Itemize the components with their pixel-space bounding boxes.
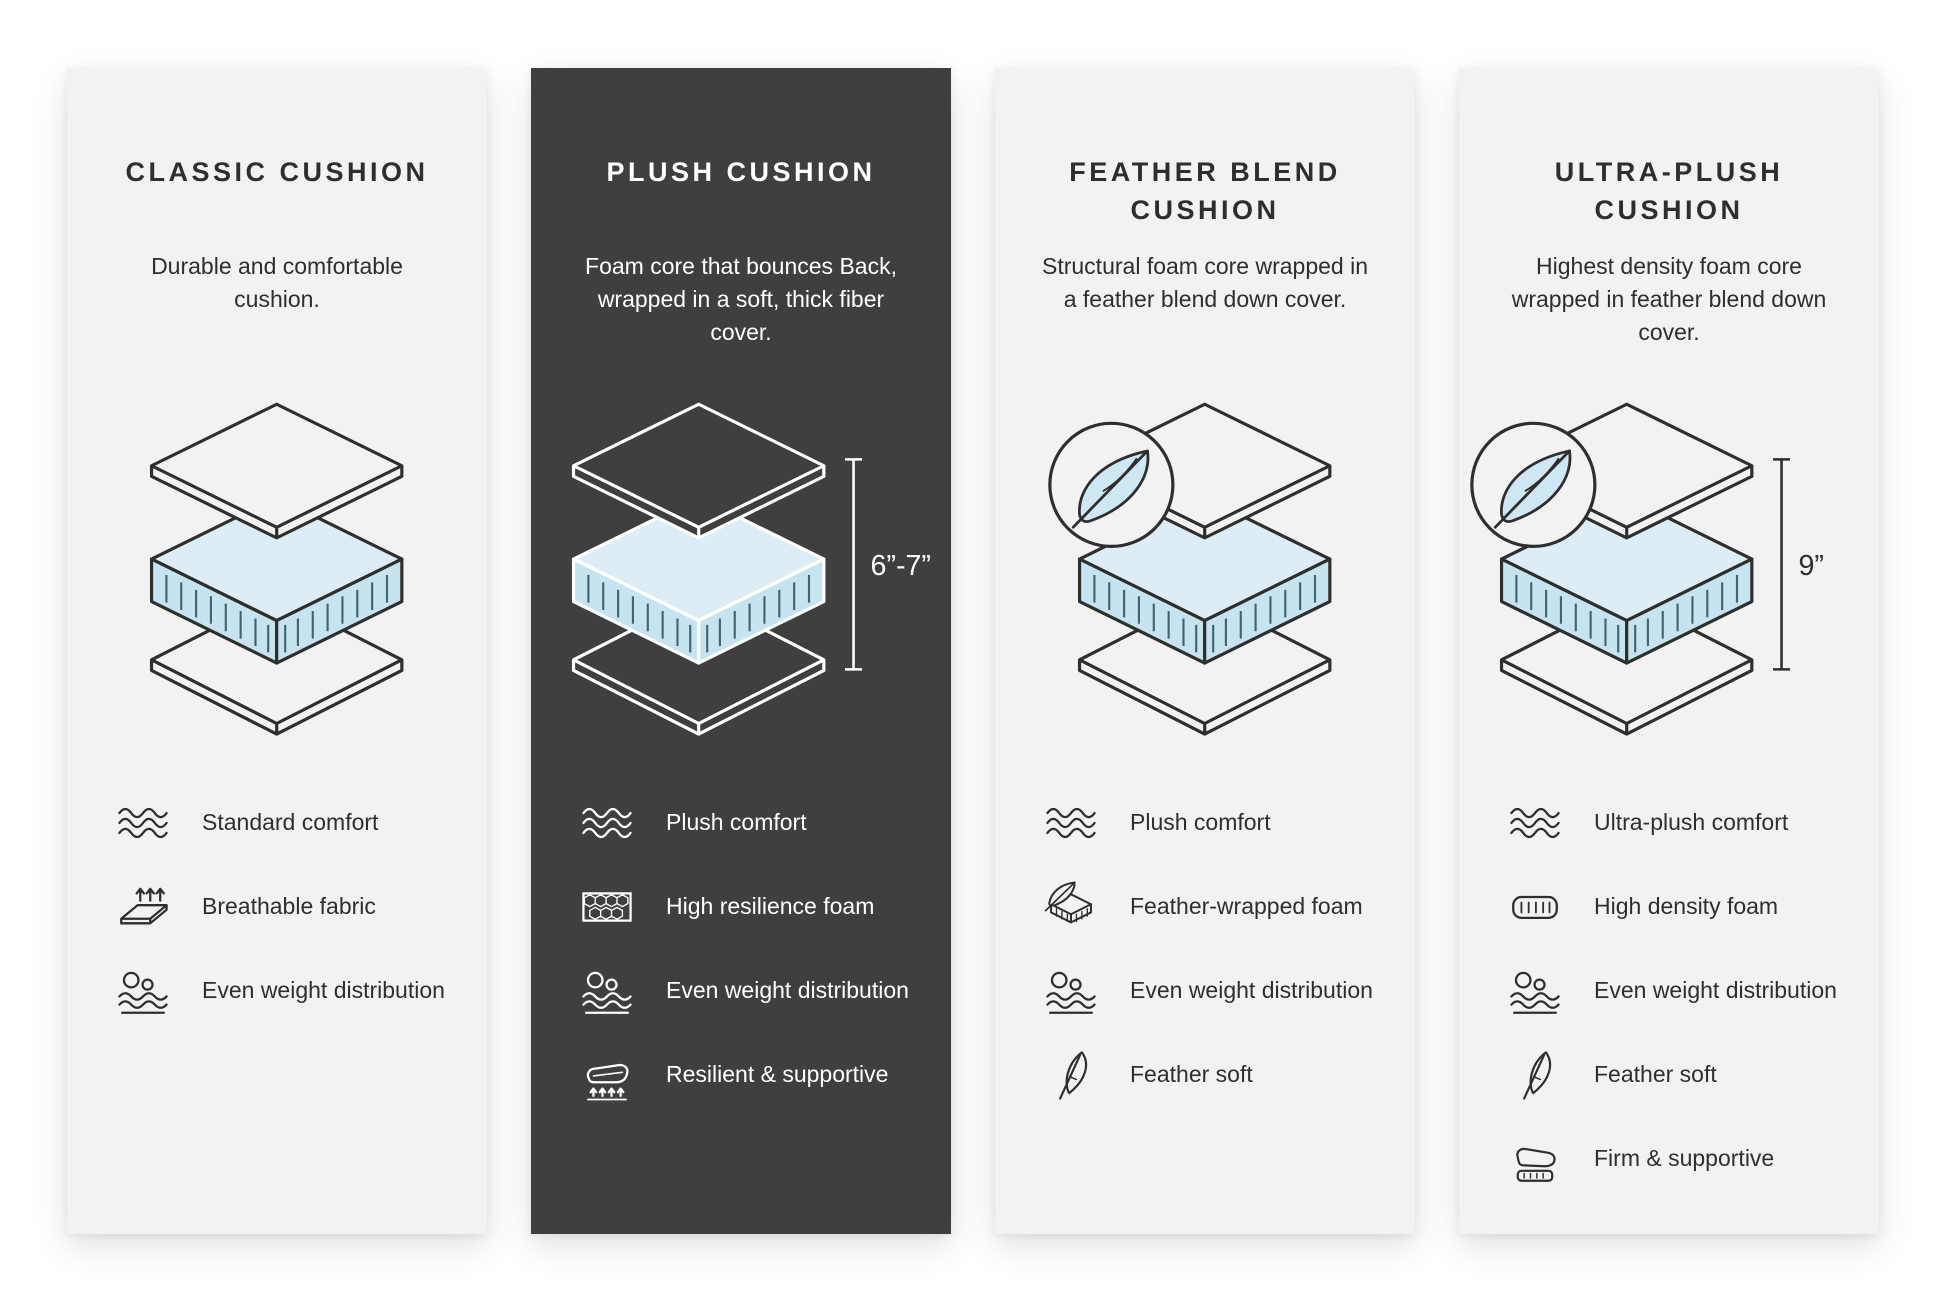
feature-row: Feather-wrapped foam [1038, 878, 1378, 936]
feature-row: Standard comfort [110, 794, 450, 852]
feature-list: Ultra-plush comfort High density foam Ev… [1496, 794, 1842, 1188]
feature-row: Even weight distribution [1502, 962, 1842, 1020]
feature-label: High density foam [1594, 893, 1779, 920]
card-plush-cushion: PLUSH CUSHION Foam core that bounces Bac… [531, 68, 951, 1234]
weight-distribution-icon [574, 962, 640, 1020]
card-ultra-plush-cushion: ULTRA-PLUSH CUSHION Highest density foam… [1459, 68, 1879, 1234]
feature-label: Feather soft [1594, 1061, 1717, 1088]
feature-row: High resilience foam [574, 878, 914, 936]
card-feather-blend-cushion: FEATHER BLEND CUSHION Structural foam co… [995, 68, 1415, 1234]
feature-label: Even weight distribution [202, 977, 445, 1004]
measurement-label: 6”-7” [870, 550, 930, 582]
card-classic-cushion: CLASSIC CUSHION Durable and comfortable … [67, 68, 487, 1234]
feature-row: Feather soft [1502, 1046, 1842, 1104]
feature-list: Plush comfort High resilience foam Even … [568, 794, 914, 1104]
feature-row: Even weight distribution [1038, 962, 1378, 1020]
card-description: Structural foam core wrapped in a feathe… [1042, 253, 1368, 313]
weight-distribution-icon [110, 962, 176, 1020]
firm-supportive-icon [1502, 1130, 1568, 1188]
cushion-layers-diagram [1035, 376, 1375, 774]
card-description: Durable and comfortable cushion. [151, 253, 403, 313]
wave-comfort-icon [1038, 794, 1104, 852]
feature-label: Feather soft [1130, 1061, 1253, 1088]
feather-wrapped-foam-icon [1038, 878, 1104, 936]
feature-row: Plush comfort [574, 794, 914, 852]
feature-label: Plush comfort [666, 809, 807, 836]
feature-row: Resilient & supportive [574, 1046, 914, 1104]
weight-distribution-icon [1038, 962, 1104, 1020]
cushion-layers-diagram [107, 376, 447, 774]
weight-distribution-icon [1502, 962, 1568, 1020]
feature-row: Breathable fabric [110, 878, 450, 936]
feature-row: Plush comfort [1038, 794, 1378, 852]
feature-list: Standard comfort Breathable fabric Even … [104, 794, 450, 1020]
feature-row: Even weight distribution [110, 962, 450, 1020]
wave-comfort-icon [574, 794, 640, 852]
card-title: CLASSIC CUSHION [125, 157, 429, 187]
feature-label: Plush comfort [1130, 809, 1271, 836]
wave-comfort-icon [1502, 794, 1568, 852]
feature-row: High density foam [1502, 878, 1842, 936]
feather-badge [1048, 421, 1175, 548]
wave-comfort-icon [110, 794, 176, 852]
cushion-layers-diagram: 6”-7” [571, 376, 931, 774]
feather-badge [1470, 421, 1597, 548]
measurement-indicator: 9” [1772, 458, 1824, 671]
feature-row: Feather soft [1038, 1046, 1378, 1104]
feature-list: Plush comfort Feather-wrapped foam Even … [1032, 794, 1378, 1104]
feature-label: Even weight distribution [1594, 977, 1837, 1004]
feature-row: Firm & supportive [1502, 1130, 1842, 1188]
feature-label: Standard comfort [202, 809, 379, 836]
feature-row: Even weight distribution [574, 962, 914, 1020]
measurement-indicator: 6”-7” [844, 458, 931, 671]
card-title: PLUSH CUSHION [606, 157, 876, 187]
feature-label: Even weight distribution [1130, 977, 1373, 1004]
high-density-foam-icon [1502, 878, 1568, 936]
feature-label: Ultra-plush comfort [1594, 809, 1789, 836]
feature-row: Ultra-plush comfort [1502, 794, 1842, 852]
card-description: Highest density foam core wrapped in fea… [1511, 253, 1827, 346]
feature-label: Breathable fabric [202, 893, 376, 920]
breathable-fabric-icon [110, 878, 176, 936]
honeycomb-foam-icon [574, 878, 640, 936]
feature-label: Firm & supportive [1594, 1145, 1775, 1172]
card-title: FEATHER BLEND CUSHION [1069, 157, 1341, 225]
feather-soft-icon [1038, 1046, 1104, 1104]
card-title: ULTRA-PLUSH CUSHION [1554, 157, 1784, 225]
feature-label: Even weight distribution [666, 977, 909, 1004]
feature-label: Feather-wrapped foam [1130, 893, 1363, 920]
feature-label: High resilience foam [666, 893, 875, 920]
resilient-supportive-icon [574, 1046, 640, 1104]
cushion-layers-diagram: 9” [1470, 376, 1839, 774]
measurement-label: 9” [1798, 550, 1823, 582]
feather-soft-icon [1502, 1046, 1568, 1104]
feature-label: Resilient & supportive [666, 1061, 889, 1088]
card-description: Foam core that bounces Back, wrapped in … [585, 253, 897, 346]
